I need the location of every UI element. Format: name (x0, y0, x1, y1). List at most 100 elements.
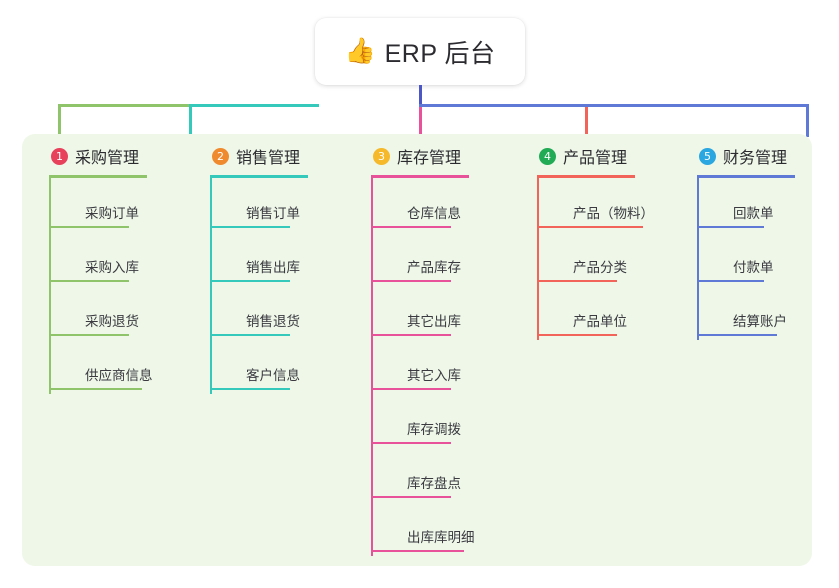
branch-title-3: 库存管理 (397, 150, 462, 167)
leaf-label: 回款单 (733, 206, 774, 221)
branch-underline-3 (371, 175, 469, 178)
branch-title-4: 产品管理 (563, 150, 628, 167)
leaf-node[interactable]: 结算账户 (697, 286, 839, 340)
leaf-underline (51, 334, 129, 336)
branch-badge-3: 3 (373, 147, 390, 165)
leaf-node[interactable]: 付款单 (697, 232, 839, 286)
leaf-underline (373, 280, 451, 282)
drop-connector-2 (189, 107, 192, 137)
leaf-label: 销售退货 (246, 314, 300, 329)
branch-leaf-list-1: 采购订单采购入库采购退货供应商信息 (49, 178, 199, 394)
root-stem-connector (419, 85, 422, 106)
leaf-node[interactable]: 回款单 (697, 178, 839, 232)
leaf-underline (539, 280, 617, 282)
leaf-node[interactable]: 库存盘点 (371, 448, 521, 502)
leaf-underline (51, 226, 129, 228)
leaf-label: 产品（物料） (573, 206, 654, 221)
branch-header-3[interactable]: 3 库存管理 (355, 144, 515, 168)
root-node-content: 👍 ERP 后台 (344, 34, 495, 70)
branch-spine-2 (210, 178, 212, 394)
leaf-label: 客户信息 (246, 368, 300, 383)
bus-segment-3 (419, 104, 809, 107)
leaf-label: 库存盘点 (407, 476, 461, 491)
branches-panel (22, 134, 812, 566)
branch-column-3: 3 库存管理仓库信息产品库存其它出库其它入库库存调拨库存盘点出库库明细 (355, 144, 515, 556)
leaf-label: 其它出库 (407, 314, 461, 329)
branch-spine-4 (537, 178, 539, 340)
leaf-underline (699, 280, 764, 282)
drop-connector-4 (585, 107, 588, 137)
bus-segment-2 (189, 104, 319, 107)
leaf-underline (212, 226, 290, 228)
branch-leaf-list-5: 回款单付款单结算账户 (697, 178, 839, 340)
branch-badge-1: 1 (51, 147, 68, 165)
branch-leaf-list-4: 产品（物料） 产品分类产品单位 (537, 178, 687, 340)
leaf-node[interactable]: 采购订单 (49, 178, 199, 232)
leaf-node[interactable]: 产品（物料） (537, 178, 687, 232)
leaf-label: 销售订单 (246, 206, 300, 221)
leaf-underline (373, 226, 451, 228)
leaf-label: 库存调拨 (407, 422, 461, 437)
leaf-node[interactable]: 客户信息 (210, 340, 360, 394)
leaf-node[interactable]: 其它出库 (371, 286, 521, 340)
leaf-node[interactable]: 供应商信息 (49, 340, 199, 394)
leaf-label: 采购订单 (85, 206, 139, 221)
branch-spine-3 (371, 178, 373, 556)
branch-title-5: 财务管理 (723, 150, 788, 167)
leaf-node[interactable]: 销售出库 (210, 232, 360, 286)
leaf-underline (373, 550, 464, 552)
leaf-node[interactable]: 产品分类 (537, 232, 687, 286)
leaf-label: 付款单 (733, 260, 774, 275)
leaf-node[interactable]: 出库库明细 (371, 502, 521, 556)
leaf-node[interactable]: 产品库存 (371, 232, 521, 286)
leaf-node[interactable]: 产品单位 (537, 286, 687, 340)
leaf-node[interactable]: 采购退货 (49, 286, 199, 340)
leaf-underline (212, 334, 290, 336)
leaf-label: 采购退货 (85, 314, 139, 329)
leaf-node[interactable]: 仓库信息 (371, 178, 521, 232)
leaf-underline (373, 334, 451, 336)
leaf-underline (539, 334, 617, 336)
leaf-underline (51, 388, 142, 390)
leaf-label: 仓库信息 (407, 206, 461, 221)
branch-title-2: 销售管理 (236, 150, 301, 167)
branch-column-5: 5 财务管理回款单付款单结算账户 (681, 144, 839, 340)
branch-leaf-list-3: 仓库信息产品库存其它出库其它入库库存调拨库存盘点出库库明细 (371, 178, 521, 556)
branch-title-1: 采购管理 (75, 150, 140, 167)
leaf-underline (51, 280, 129, 282)
branch-column-1: 1 采购管理采购订单采购入库采购退货供应商信息 (33, 144, 193, 394)
branch-badge-2: 2 (212, 147, 229, 165)
leaf-underline (373, 496, 451, 498)
branch-underline-1 (49, 175, 147, 178)
branch-underline-5 (697, 175, 795, 178)
leaf-node[interactable]: 库存调拨 (371, 394, 521, 448)
branch-header-2[interactable]: 2 销售管理 (194, 144, 354, 168)
drop-connector-1 (58, 107, 61, 137)
branch-spine-5 (697, 178, 699, 340)
branch-header-1[interactable]: 1 采购管理 (33, 144, 193, 168)
root-node[interactable]: 👍 ERP 后台 (315, 18, 525, 85)
bus-segment-1 (58, 104, 189, 107)
leaf-underline (212, 388, 290, 390)
leaf-underline (373, 442, 451, 444)
leaf-label: 供应商信息 (85, 368, 153, 383)
leaf-node[interactable]: 销售退货 (210, 286, 360, 340)
leaf-node[interactable]: 采购入库 (49, 232, 199, 286)
leaf-label: 其它入库 (407, 368, 461, 383)
thumbs-up-icon: 👍 (344, 37, 376, 65)
leaf-label: 采购入库 (85, 260, 139, 275)
root-node-title: ERP 后台 (384, 39, 496, 68)
branch-spine-1 (49, 178, 51, 394)
leaf-label: 产品库存 (407, 260, 461, 275)
leaf-underline (699, 334, 777, 336)
branch-header-5[interactable]: 5 财务管理 (681, 144, 839, 168)
leaf-label: 出库库明细 (407, 530, 475, 545)
leaf-node[interactable]: 其它入库 (371, 340, 521, 394)
leaf-node[interactable]: 销售订单 (210, 178, 360, 232)
branch-badge-5: 5 (699, 147, 716, 165)
leaf-label: 产品单位 (573, 314, 627, 329)
